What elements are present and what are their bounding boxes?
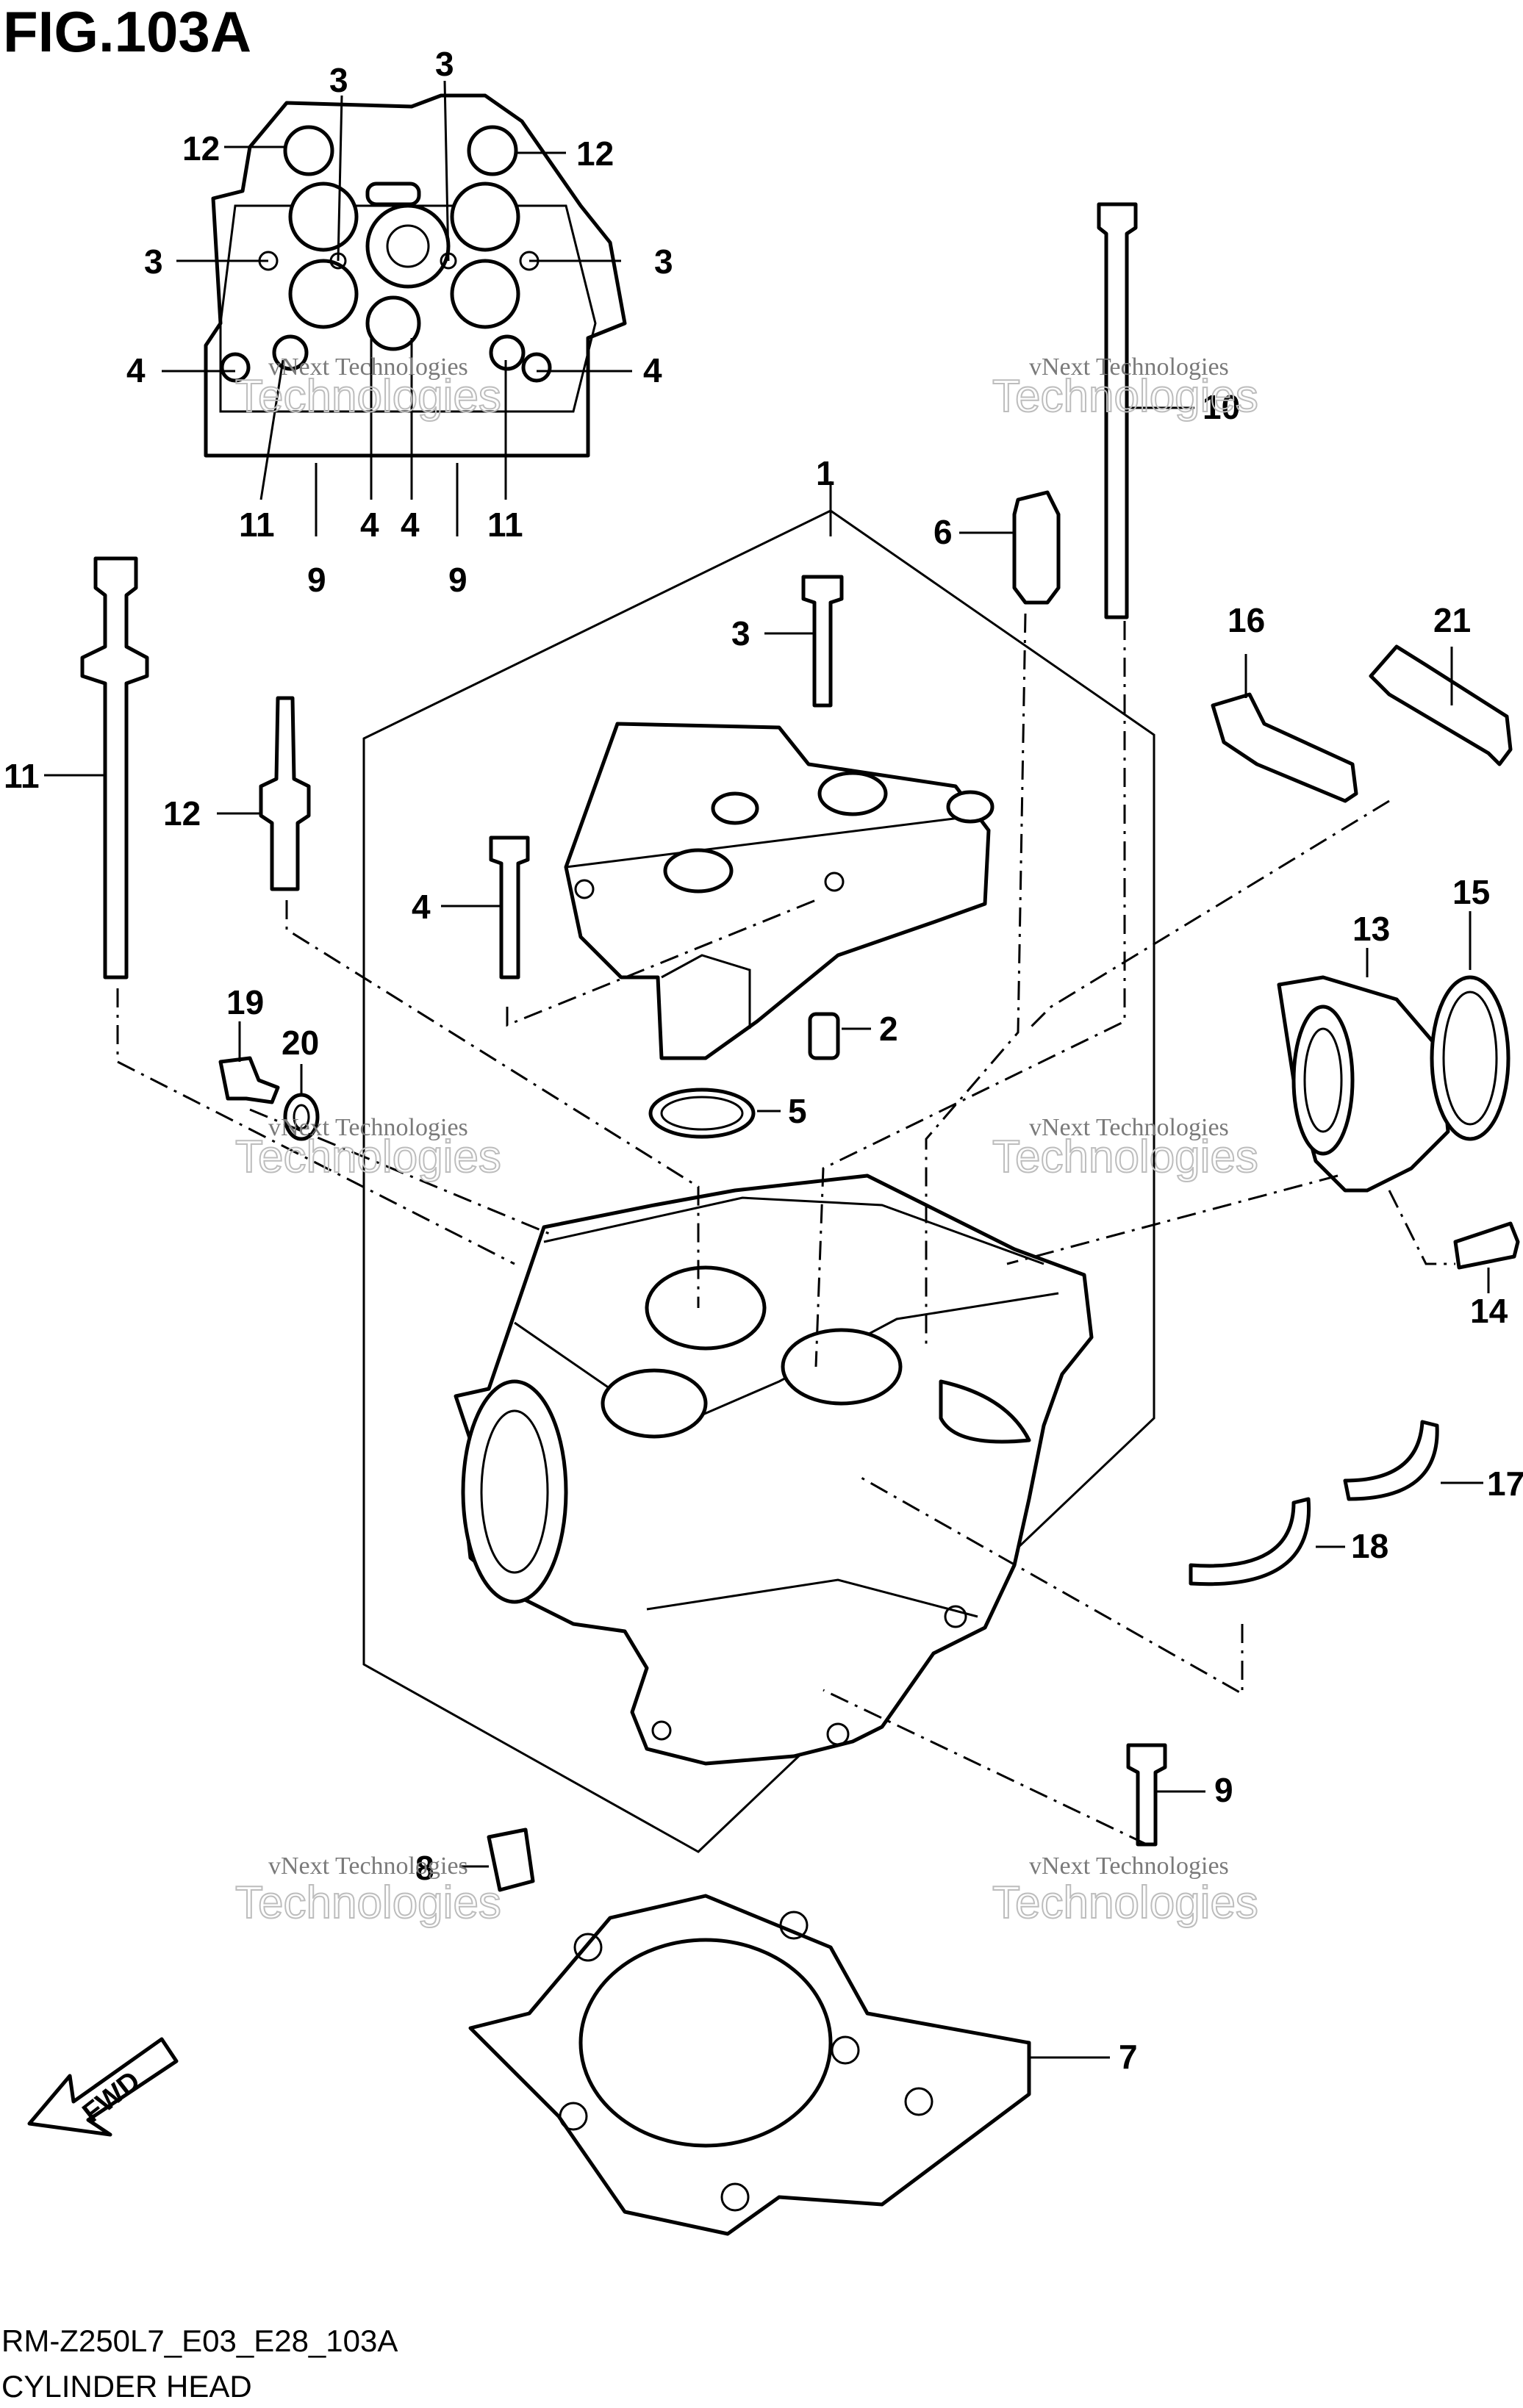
callout-13: 13 — [1352, 910, 1390, 948]
figure-code: RM-Z250L7_E03_E28_103A — [1, 2323, 398, 2358]
watermark-text: Technologies — [992, 371, 1258, 422]
callout-11-inset-left: 11 — [239, 506, 275, 544]
callout-9: 9 — [1214, 1771, 1233, 1809]
inset-leaders — [162, 80, 632, 536]
callout-3-inset-top: 3 — [435, 45, 454, 83]
callout-2: 2 — [879, 1010, 898, 1048]
camshaft-holder — [564, 722, 995, 1060]
callout-11: 11 — [4, 757, 40, 795]
dowel-pin-2 — [808, 1012, 871, 1060]
bolt-19 — [218, 1021, 280, 1104]
callout-3: 3 — [731, 614, 750, 653]
watermark-text: vNext Technologies — [268, 1114, 468, 1141]
watermark-text: Technologies — [992, 1132, 1258, 1182]
seal-18 — [1189, 1497, 1345, 1586]
callout-5: 5 — [788, 1092, 807, 1130]
bracket-21 — [1369, 644, 1513, 766]
watermark-text: vNext Technologies — [268, 353, 468, 381]
screw-14 — [1453, 1221, 1520, 1293]
bolt-3 — [764, 575, 844, 708]
callout-4-inset-mid1: 4 — [360, 506, 379, 544]
valve-lifter-6 — [959, 490, 1061, 605]
forward-direction-arrow: FWD — [27, 2037, 179, 2137]
callout-4-inset-left: 4 — [126, 351, 146, 389]
callout-4-inset-mid2: 4 — [401, 506, 420, 544]
seal-17 — [1343, 1420, 1483, 1501]
callout-11-inset-right: 11 — [487, 506, 523, 544]
watermark-text: vNext Technologies — [1029, 1114, 1229, 1141]
callout-21: 21 — [1433, 601, 1471, 639]
bolt-9 — [1126, 1743, 1205, 1847]
watermark-text: vNext Technologies — [268, 1852, 468, 1880]
callout-19: 19 — [226, 983, 264, 1021]
o-ring-5 — [648, 1088, 781, 1139]
callout-17: 17 — [1487, 1464, 1523, 1503]
callout-15: 15 — [1452, 873, 1490, 911]
callout-1: 1 — [816, 454, 835, 492]
bolt-16 — [1211, 654, 1358, 803]
watermark-text: vNext Technologies — [1029, 353, 1229, 381]
head-gasket-7 — [468, 1894, 1110, 2236]
callout-9-inset-left: 9 — [307, 561, 326, 599]
assembly-guide-lines — [116, 613, 1455, 1846]
watermark-text: Technologies — [235, 1877, 501, 1928]
callout-12-inset-left: 12 — [182, 129, 220, 168]
callout-16: 16 — [1228, 601, 1265, 639]
bolt-4 — [441, 835, 530, 980]
head-top-view-inset — [204, 93, 627, 458]
watermark-text: Technologies — [235, 1132, 501, 1182]
callout-9-inset-right: 9 — [448, 561, 467, 599]
watermark-text: vNext Technologies — [1029, 1852, 1229, 1880]
callout-10: 10 — [1203, 388, 1240, 426]
callout-4-inset-right: 4 — [643, 351, 662, 389]
intake-pipe-13 — [1277, 948, 1450, 1193]
watermark-text: Technologies — [235, 371, 501, 422]
figure-title: FIG.103A — [3, 0, 251, 64]
spark-plug-12 — [217, 696, 311, 891]
callout-12: 12 — [163, 794, 201, 833]
callout-18: 18 — [1351, 1527, 1388, 1565]
callout-20: 20 — [282, 1024, 319, 1062]
callout-3-inset-farleft: 3 — [144, 242, 163, 281]
callout-7: 7 — [1119, 2038, 1138, 2076]
callout-8: 8 — [415, 1849, 434, 1887]
watermark: vNext Technologies Technologies vNext Te… — [234, 353, 1259, 1929]
callout-3-inset-left: 3 — [329, 61, 348, 99]
callout-14: 14 — [1470, 1292, 1508, 1330]
clamp-15 — [1430, 911, 1511, 1141]
stud-bolt-11 — [44, 556, 149, 980]
figure-name: CYLINDER HEAD — [1, 2369, 252, 2404]
callout-4: 4 — [412, 888, 431, 926]
callout-6: 6 — [933, 513, 953, 551]
stud-bolt-10 — [1097, 202, 1194, 619]
watermark-text: Technologies — [992, 1877, 1258, 1928]
dowel-pin-8 — [459, 1827, 535, 1892]
callout-12-inset-right: 12 — [576, 134, 614, 173]
callout-3-inset-farright: 3 — [654, 242, 673, 281]
cylinder-head — [454, 1174, 1094, 1766]
